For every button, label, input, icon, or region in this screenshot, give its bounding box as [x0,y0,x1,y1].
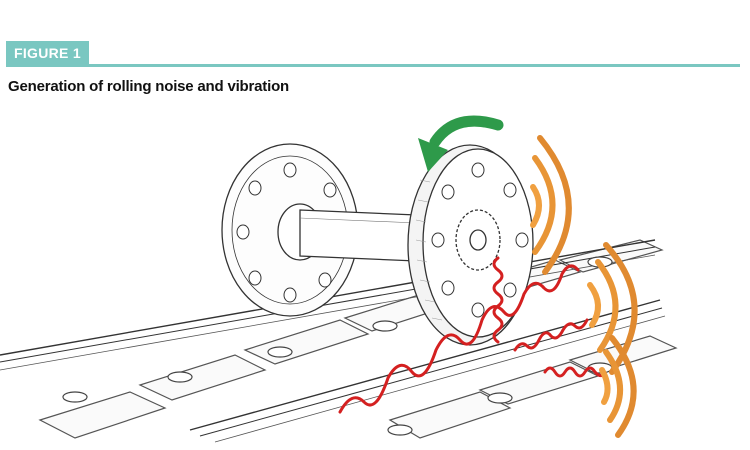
header-rule [6,64,740,67]
rolling-noise-illustration [0,115,678,443]
vibration-waves-icon [338,256,607,414]
sleepers [38,239,678,439]
sound-waves-icon [530,135,638,438]
rotation-arrow-icon [418,115,504,172]
figure-title: Generation of rolling noise and vibratio… [8,78,289,95]
rail-track-icon [0,239,678,443]
figure-label: FIGURE 1 [6,41,89,66]
